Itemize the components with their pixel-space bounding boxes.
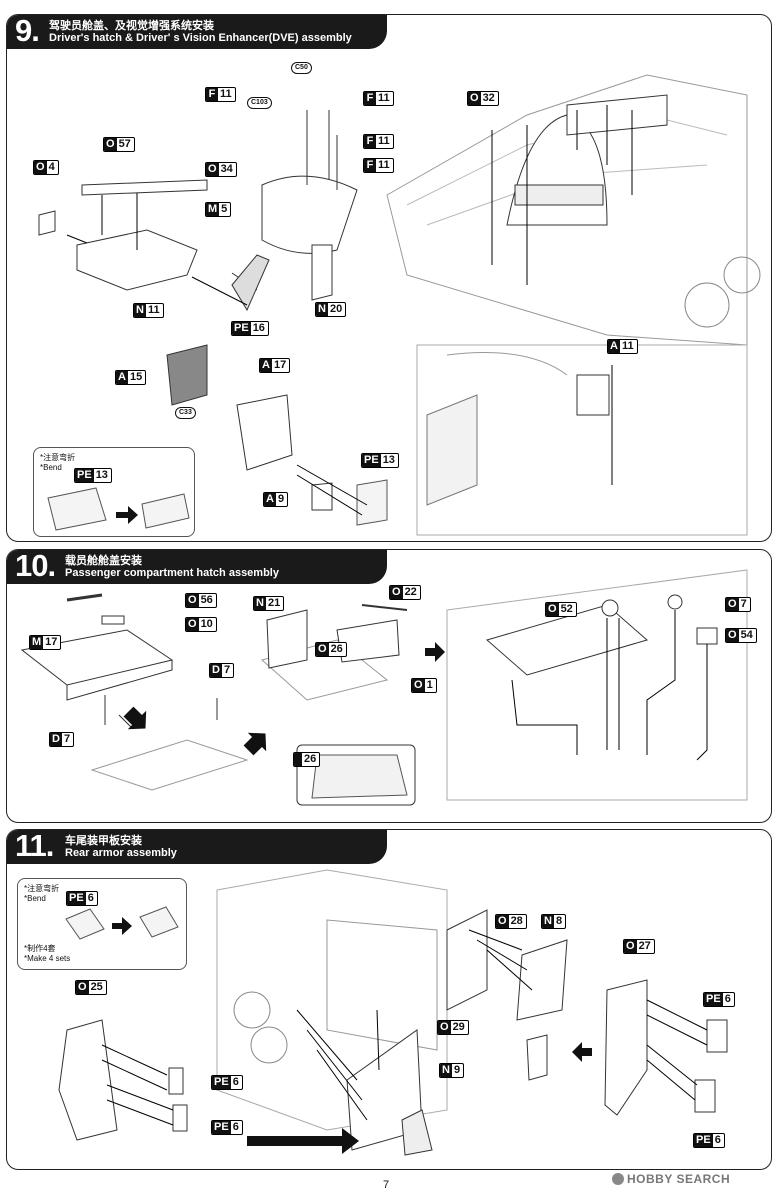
- step-11-drawing: [58, 869, 728, 1156]
- step-10-title-cn: 载员舱舱盖安装: [65, 555, 142, 567]
- hobby-search-logo-icon: [612, 1173, 624, 1185]
- bend-note-en: *Bend: [24, 894, 46, 903]
- clear-part-c50: C50: [291, 62, 312, 74]
- step-10-panel: 10. 载员舱舱盖安装 Passenger compartment hatch …: [6, 549, 772, 823]
- step-9-title-en: Driver's hatch & Driver' s Vision Enhanc…: [49, 32, 352, 44]
- bend-illustration: [65, 906, 179, 940]
- make-sets-note-cn: *制作4套: [24, 944, 56, 953]
- step-10-header: 10. 载员舱舱盖安装 Passenger compartment hatch …: [7, 550, 387, 584]
- clear-part-c103: C103: [247, 97, 272, 109]
- long-arrow-right-icon: [247, 1128, 359, 1154]
- bend-note-cn: *注意弯折: [40, 453, 76, 462]
- step-10-number: 10.: [15, 549, 56, 583]
- arrow-left-icon: [572, 1042, 592, 1062]
- arrow-right-icon: [112, 917, 132, 935]
- step-9-number: 9.: [15, 14, 40, 48]
- step-10-drawing: [20, 569, 748, 806]
- step-11-header: 11. 车尾装甲板安装 Rear armor assembly: [7, 830, 387, 864]
- step-10-title-en: Passenger compartment hatch assembly: [65, 567, 279, 579]
- arrow-down-icon: [123, 706, 147, 730]
- step-10-title: 载员舱舱盖安装 Passenger compartment hatch asse…: [65, 555, 279, 579]
- step-9-panel: 9. 驾驶员舱盖、及视觉增强系统安装 Driver's hatch & Driv…: [6, 14, 772, 542]
- inset-part-label-26: 26: [293, 752, 321, 767]
- watermark-text: HOBBY SEARCH: [627, 1172, 731, 1186]
- arrow-up-icon: [243, 732, 267, 756]
- make-sets-note-en: *Make 4 sets: [24, 954, 71, 963]
- step-11-title-en: Rear armor assembly: [65, 847, 177, 859]
- bend-note-cn: *注意弯折: [24, 884, 60, 893]
- page-number: 7: [383, 1179, 390, 1191]
- bend-illustration: [47, 487, 190, 531]
- step-9-title: 驾驶员舱盖、及视觉增强系统安装 Driver's hatch & Driver'…: [49, 20, 352, 44]
- bend-note-en: *Bend: [40, 463, 62, 472]
- step-11-title-cn: 车尾装甲板安装: [65, 835, 142, 847]
- step-9-title-cn: 驾驶员舱盖、及视觉增强系统安装: [49, 20, 214, 32]
- step-11-number: 11.: [15, 829, 54, 863]
- arrow-right-icon: [116, 506, 138, 524]
- arrow-right-icon: [425, 642, 445, 662]
- clear-part-c33: C33: [175, 407, 196, 419]
- hobby-search-watermark: HOBBY SEARCH: [612, 1172, 730, 1186]
- step-11-title: 车尾装甲板安装 Rear armor assembly: [65, 835, 177, 859]
- step-9-header: 9. 驾驶员舱盖、及视觉增强系统安装 Driver's hatch & Driv…: [7, 15, 387, 49]
